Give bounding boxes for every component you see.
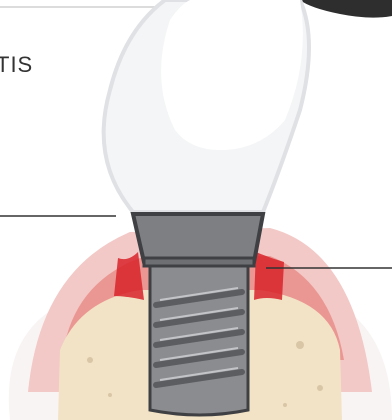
corner-shape [300, 0, 392, 18]
inflammation-left [114, 252, 144, 300]
implant-threads [153, 289, 245, 388]
crown-highlight [161, 0, 303, 150]
bone-texture [87, 341, 323, 407]
abutment [130, 212, 266, 264]
inflammation-right [254, 252, 284, 300]
implant-thread-highlights [159, 287, 239, 381]
partial-label-text: TIS [0, 52, 34, 77]
